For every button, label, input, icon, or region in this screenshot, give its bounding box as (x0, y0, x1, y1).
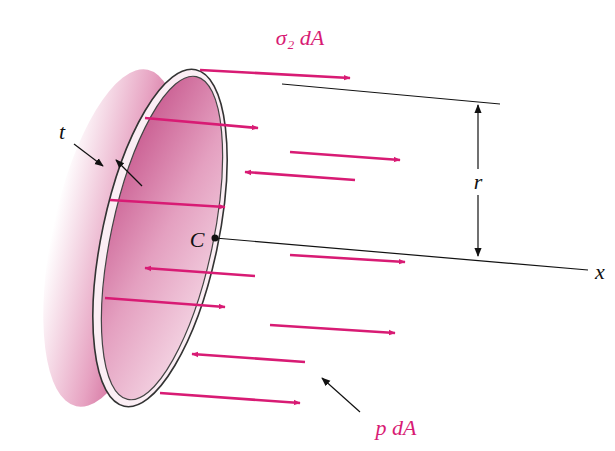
radius-label: r (471, 169, 486, 195)
centroid-dot (212, 235, 219, 242)
axis-line (215, 238, 588, 270)
stress-arrow (270, 325, 395, 333)
stress-arrow (290, 152, 400, 160)
stress-arrow (200, 70, 350, 78)
force-label: σ₂ dA (276, 27, 324, 49)
thickness-arrow (116, 160, 142, 186)
stress-arrow (160, 393, 300, 403)
leader-line (322, 378, 360, 412)
stress-arrow (110, 200, 225, 207)
pressure-arrow (192, 354, 305, 362)
thickness-arrow (74, 144, 103, 166)
centroid-label: C (190, 229, 205, 251)
pressure-arrow (245, 172, 355, 180)
force-label: p dA (376, 417, 417, 439)
stress-arrow (145, 118, 258, 128)
extension-line (282, 84, 500, 104)
force-arrows (105, 70, 405, 403)
stress-arrow (105, 298, 225, 307)
stress-arrow (290, 255, 405, 262)
ring-outer (68, 58, 253, 419)
pressure-arrow (145, 268, 255, 276)
axis-label: x (595, 261, 605, 283)
thickness-label: t (59, 121, 65, 143)
